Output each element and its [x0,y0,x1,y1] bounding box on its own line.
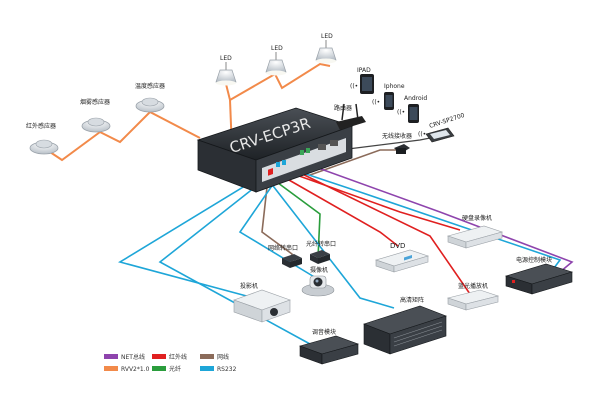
audio-module-device [299,335,359,365]
legend-label-eth: 网线 [217,353,229,361]
android-device [408,104,419,123]
audio-module-label: 调音模块 [312,328,336,336]
fiber-to-serial-device [310,250,330,264]
fiber-to-serial-label: 光纤转串口 [306,240,336,248]
wire-fiber [273,179,321,259]
wire-rs232-projector [117,177,259,299]
ipad-label: IPAD [357,67,371,74]
hdd-recorder-label: 硬盘录像机 [462,214,492,222]
led-lamp-2 [265,52,287,76]
iphone-device [384,92,394,110]
router-device [336,103,366,130]
wifi-icon-2: ((• [372,99,380,106]
led-label-2: LED [271,45,283,52]
wire-eth-receiver [309,149,400,176]
touch-panel-label: CRV-SP2700 [428,112,465,130]
legend-swatch-rvv [104,366,118,371]
wire-rvv-led-chain [225,62,331,102]
matrix-label: 高清矩阵 [400,296,424,304]
led-label-3: LED [321,33,333,40]
legend-label-net: NET总线 [121,353,145,361]
temp-sensor-label: 温度感应器 [135,82,165,90]
dvd-device [374,249,430,273]
legend-swatch-eth [200,354,214,359]
android-label: Android [404,95,427,102]
dvd-label: DVD [390,242,405,250]
wire-rs232-camera [238,179,317,279]
wire-rvv-sensors [43,110,201,162]
led-lamp-3 [315,40,337,64]
wire-net-power [295,159,574,273]
projector-label: 投影机 [240,282,258,290]
hdd-recorder-device [446,225,504,249]
camera-label: 摄像机 [310,266,328,274]
iphone-label: Iphone [384,83,405,90]
touch-panel-device [425,127,455,143]
main-controller [196,107,354,193]
wire-ir-dvd [281,175,399,247]
matrix-device [363,305,447,355]
legend-label-rvv: RVV2*1.0 [121,366,150,373]
led-lamp-1 [215,62,237,86]
ir-sensor [29,139,59,155]
legend-swatch-ir [152,354,166,359]
wire-ir-bluray [293,169,471,295]
router-label: 路由器 [334,104,352,112]
legend-label-fiber: 光纤 [169,365,181,373]
led-label-1: LED [220,55,232,62]
legend-label-rs232: RS232 [217,366,237,373]
wifi-icon-4: ((• [418,131,426,138]
wireless-receiver-label: 无线接收器 [382,132,412,140]
wifi-icon-1: ((• [350,83,358,90]
net-to-serial-label: 网络转串口 [268,244,298,252]
wire-rs232-matrix [269,181,395,309]
legend-label-ir: 红外线 [169,353,187,361]
wire-panel [339,137,431,151]
temp-sensor [135,97,165,113]
legend-swatch-net [104,354,118,359]
camera-device [301,275,335,297]
power-sequencer-label: 电源控制模块 [516,256,552,264]
projector-device [233,289,291,323]
wifi-icon-3: ((• [397,109,405,116]
wireless-receiver-device [394,144,410,154]
legend-swatch-rs232 [200,366,214,371]
wire-ir-hdd [287,171,461,231]
power-sequencer-device [504,263,574,295]
ir-sensor-label: 红外感应器 [26,122,56,130]
smoke-sensor-label: 烟雾感应器 [80,98,110,106]
legend: NET总线 红外线 网线 RVV2*1.0 光纤 RS232 [104,353,237,373]
bluray-label: 蓝光播放机 [458,282,488,290]
net-to-serial-device [282,254,302,268]
bluray-device [446,289,500,311]
ipad-device [360,74,374,94]
smoke-sensor [81,117,111,133]
legend-swatch-fiber [152,366,166,371]
